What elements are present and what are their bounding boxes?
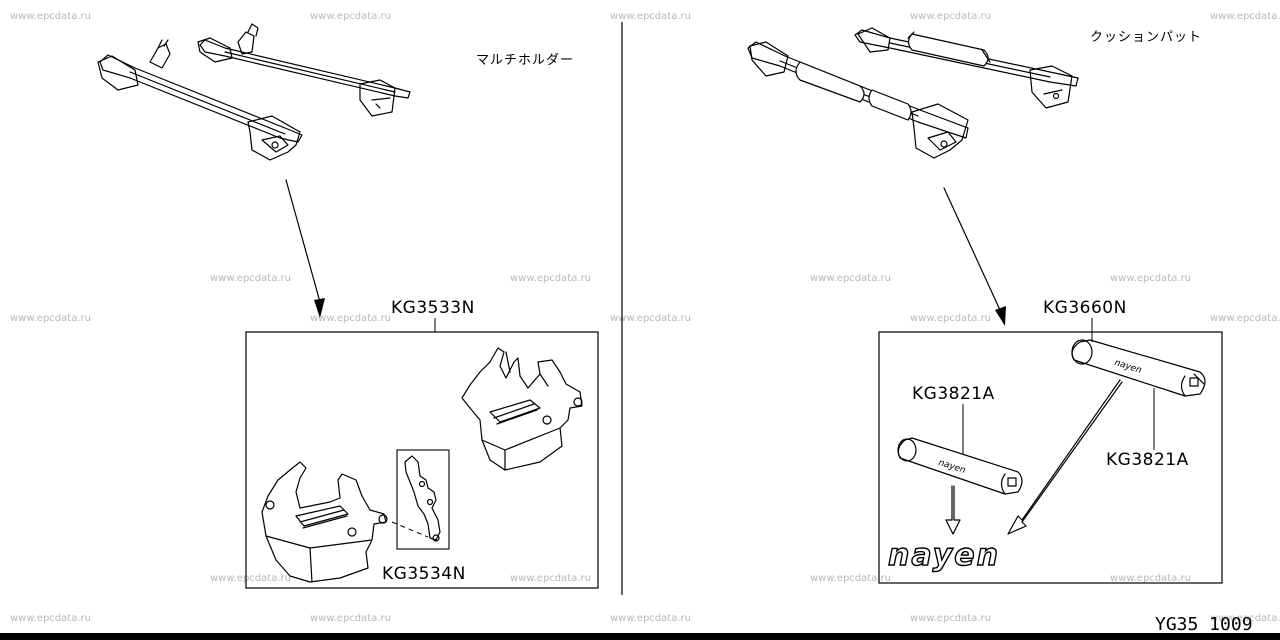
left-caption: マルチホルダー bbox=[476, 53, 575, 68]
watermark-text: www.epcdata.ru bbox=[610, 11, 691, 22]
cushion-pad-lower bbox=[897, 437, 1023, 495]
brand-logo-text: nayen bbox=[887, 537, 1000, 573]
right-roof-rack bbox=[747, 27, 1079, 159]
kg3821a-label-left: KG3821A bbox=[912, 384, 995, 404]
left-kit-box bbox=[245, 331, 599, 589]
kg3534n-label: KG3534N bbox=[382, 564, 466, 584]
watermark-text: www.epcdata.ru bbox=[210, 573, 291, 584]
watermark-text: www.epcdata.ru bbox=[510, 273, 591, 284]
watermark-text: www.epcdata.ru bbox=[10, 613, 91, 624]
watermark-text: www.epcdata.ru bbox=[510, 573, 591, 584]
watermark-text: www.epcdata.ru bbox=[1210, 613, 1280, 624]
kg3533n-label: KG3533N bbox=[391, 298, 475, 318]
watermark-text: www.epcdata.ru bbox=[610, 613, 691, 624]
watermark-text: www.epcdata.ru bbox=[1110, 573, 1191, 584]
holder-upper bbox=[461, 347, 583, 471]
right-caption: クッションパット bbox=[1090, 30, 1203, 45]
watermark-text: www.epcdata.ru bbox=[910, 313, 991, 324]
watermark-text: www.epcdata.ru bbox=[10, 313, 91, 324]
sub-part-box bbox=[396, 449, 450, 550]
bottom-border bbox=[0, 633, 1280, 640]
watermark-text: www.epcdata.ru bbox=[810, 273, 891, 284]
watermark-text: www.epcdata.ru bbox=[310, 11, 391, 22]
left-roof-rack bbox=[97, 23, 411, 161]
print-arrows bbox=[945, 379, 1123, 535]
watermark-text: www.epcdata.ru bbox=[10, 11, 91, 22]
watermark-text: www.epcdata.ru bbox=[910, 613, 991, 624]
kg3660n-label: KG3660N bbox=[1043, 298, 1127, 318]
watermark-text: www.epcdata.ru bbox=[210, 273, 291, 284]
diagram-code: YG35 1009 bbox=[1155, 614, 1253, 635]
watermark-text: www.epcdata.ru bbox=[310, 313, 391, 324]
right-kit-box bbox=[878, 331, 1223, 584]
left-arrow-shaft bbox=[285, 179, 321, 303]
watermark-text: www.epcdata.ru bbox=[1110, 273, 1191, 284]
kg3821a-label-right: KG3821A bbox=[1106, 450, 1189, 470]
right-arrow-shaft bbox=[943, 187, 1001, 311]
right-arrow-head bbox=[995, 306, 1006, 326]
watermark-text: www.epcdata.ru bbox=[1210, 11, 1280, 22]
watermark-text: www.epcdata.ru bbox=[910, 11, 991, 22]
watermark-text: www.epcdata.ru bbox=[1210, 313, 1280, 324]
watermark-text: www.epcdata.ru bbox=[610, 313, 691, 324]
lever-leader bbox=[391, 521, 429, 538]
holder-lower bbox=[261, 461, 388, 583]
watermark-text: www.epcdata.ru bbox=[810, 573, 891, 584]
watermark-text: www.epcdata.ru bbox=[310, 613, 391, 624]
lever-part bbox=[404, 455, 441, 542]
left-arrow-head bbox=[314, 298, 325, 318]
cushion-pad-upper bbox=[1071, 339, 1206, 397]
